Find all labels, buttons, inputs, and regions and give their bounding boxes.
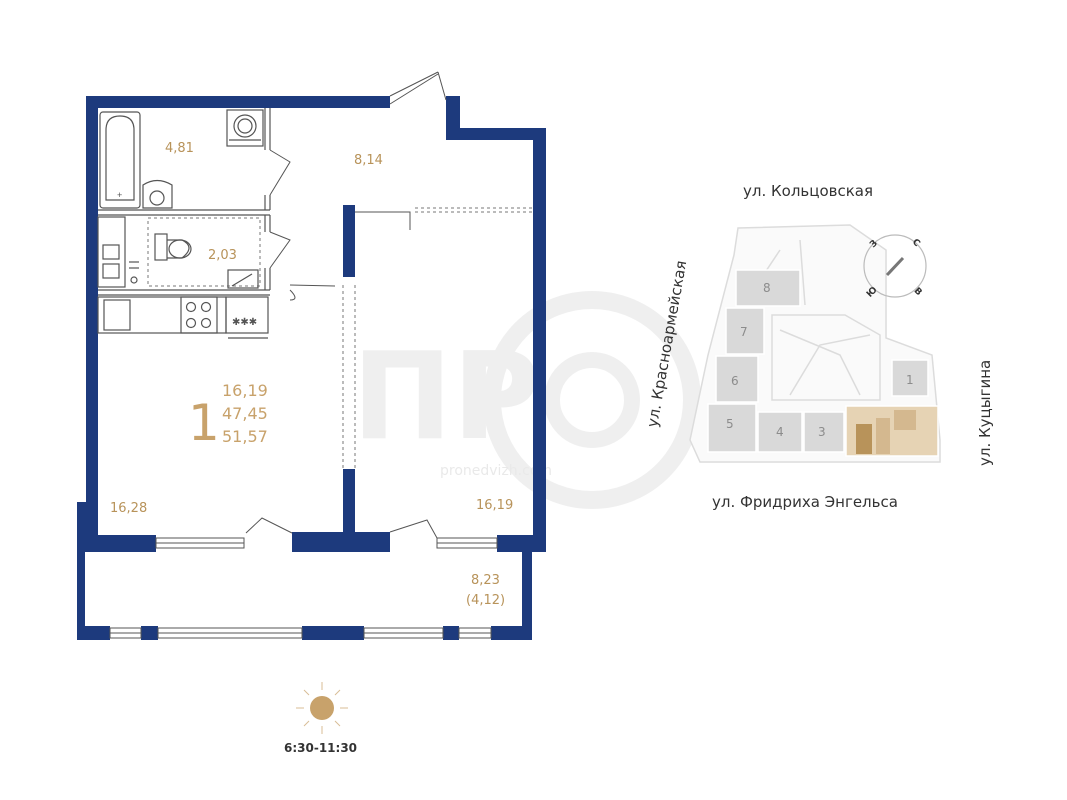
internal-walls	[98, 108, 271, 296]
section-8	[735, 269, 801, 307]
rooms-count: 1	[188, 394, 220, 452]
compass-west: З	[868, 238, 880, 250]
kitchen-area: 16,28	[110, 501, 147, 516]
svg-text:✱✱✱: ✱✱✱	[232, 317, 257, 328]
hallway-area: 8,14	[354, 153, 383, 168]
section-label-6: 6	[731, 374, 739, 388]
section-label-5: 5	[726, 417, 734, 431]
section-label-8: 8	[763, 281, 771, 295]
watermark-site: pronedvizh.com	[440, 463, 552, 479]
sun-time: 6:30-11:30	[284, 741, 357, 755]
floor-plan: +	[77, 71, 546, 640]
doors	[245, 71, 447, 539]
section-label-7: 7	[740, 325, 748, 339]
wc-sink	[227, 269, 259, 289]
washbasin	[142, 179, 173, 209]
compass-east: В	[912, 286, 924, 298]
section-1	[891, 359, 929, 397]
balcony-area-reduced: (4,12)	[466, 593, 505, 608]
outer-walls	[77, 96, 546, 640]
sun-icon	[296, 682, 348, 734]
windows	[109, 537, 498, 639]
street-bottom: ул. Фридриха Энгельса	[712, 493, 898, 511]
section-6	[715, 355, 759, 403]
section-3	[803, 411, 845, 453]
wc-area: 2,03	[208, 248, 237, 263]
living-area: 16,19	[222, 381, 268, 400]
balcony-area: 8,23	[471, 573, 500, 588]
section-label-4: 4	[776, 425, 784, 439]
section-label-1: 1	[906, 373, 914, 387]
washing-machine	[226, 109, 264, 147]
section-4	[757, 411, 803, 453]
toilet	[154, 233, 192, 261]
section-label-3: 3	[818, 425, 826, 439]
site-plan: 8 7 6 5 4 3 1 ул. Кольцовская ул. Фридри…	[643, 182, 994, 511]
watermark-logo: ПР	[352, 328, 540, 467]
section-7	[725, 307, 765, 355]
sun-indicator: 6:30-11:30	[284, 682, 357, 755]
street-right: ул. Куцыгина	[976, 360, 994, 466]
apartment-summary: 1 16,19 47,45 51,57	[188, 381, 268, 452]
stove	[180, 296, 218, 334]
building-sections	[707, 269, 939, 457]
utility-box	[97, 216, 139, 288]
living-room-area: 16,19	[476, 498, 513, 513]
svg-text:+: +	[117, 190, 122, 200]
bathtub: +	[99, 111, 141, 209]
watermark: ПР pronedvizh.com	[352, 291, 701, 509]
street-top: ул. Кольцовская	[743, 182, 873, 200]
section-5	[707, 403, 757, 453]
kitchen-counter: ✱✱✱	[97, 296, 269, 339]
area-with-balcony: 51,57	[222, 427, 268, 446]
bathroom-area: 4,81	[165, 141, 194, 156]
dashed-partitions	[147, 207, 533, 469]
total-area: 47,45	[222, 404, 268, 423]
